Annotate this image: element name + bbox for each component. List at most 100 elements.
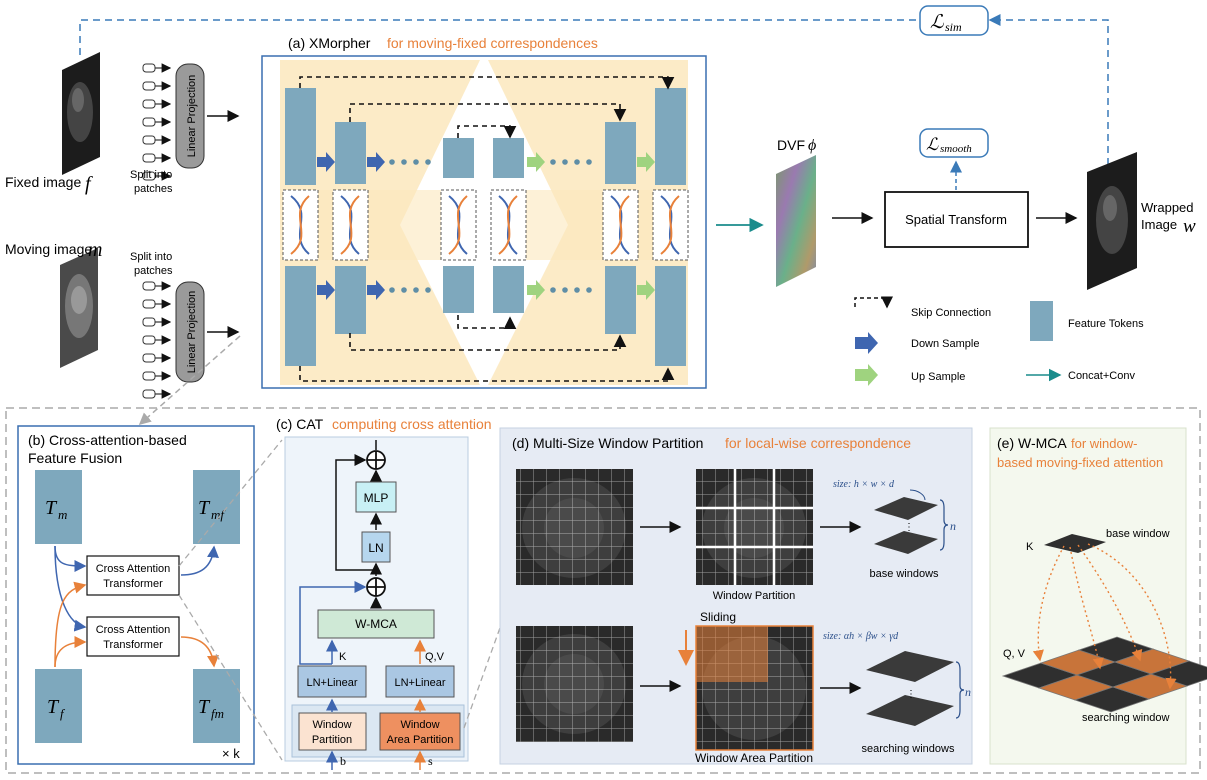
add-circle-1-plus (367, 578, 385, 596)
sim-loss-box (919, 5, 989, 36)
base-window-e (1044, 534, 1106, 553)
spatial-transform-box (884, 191, 1029, 248)
cat-box-1-line2: Transformer (103, 578, 163, 590)
panel-b-title-2: Feature Fusion (28, 450, 122, 466)
panel-b-arrows (54, 545, 219, 668)
cat-box-1 (86, 555, 180, 596)
ellipsis-dot (562, 287, 568, 293)
cross-attention-group (282, 189, 689, 261)
up-sample-arrow (527, 152, 545, 172)
up-sample-arrow (637, 152, 655, 172)
ellipsis-dot (389, 287, 395, 293)
times-k: × k (222, 746, 240, 761)
linear-projection-fixed-label: Linear Projection (186, 75, 198, 158)
feature-token (493, 266, 524, 313)
brain-slice-4 (695, 625, 814, 751)
patch-icon (142, 281, 156, 291)
feature-token (335, 266, 366, 334)
ln-linear-left (297, 665, 367, 698)
skip-connections (299, 76, 675, 382)
wrapped-label-2: Image (1141, 217, 1177, 232)
base-window-bottom (874, 531, 938, 554)
cross-arrow-orange (660, 195, 680, 255)
token-t-mf-sub: mf (211, 507, 226, 522)
zoom-arrow-b (138, 335, 241, 425)
dvf-image (776, 155, 816, 287)
wrapped-label-1: Wrapped (1141, 200, 1194, 215)
wrapped-image (1087, 152, 1137, 290)
linear-projection-moving-label: Linear Projection (186, 291, 198, 374)
ln-linear-right-label: LN+Linear (394, 677, 445, 689)
panel-e-k: K (1026, 541, 1034, 553)
ln-linear-left-label: LN+Linear (306, 677, 357, 689)
patch-icon (142, 117, 156, 127)
legend-skip-label: Skip Connection (911, 307, 991, 319)
split-label-moving-1: Split into (130, 251, 172, 263)
panel-e-subtitle-2: based moving-fixed attention (997, 455, 1163, 470)
legend-up-icon (855, 364, 878, 386)
sim-loss-sub: sim (945, 20, 962, 34)
dvf-label: DVF (777, 137, 805, 153)
legend-tokens-label: Feature Tokens (1068, 318, 1144, 330)
feature-token (443, 138, 474, 178)
cat-box-1-line1: Cross Attention (96, 563, 171, 575)
window-area-partition-box (379, 712, 461, 751)
cross-arrow-orange (610, 195, 630, 255)
size-label-1: size: h × w × d (833, 479, 895, 490)
dvf-symbol: ϕ (808, 137, 816, 154)
input-s: s (428, 754, 433, 768)
patch-icon (142, 63, 156, 73)
patch-icon (142, 353, 156, 363)
brain-slice-1 (516, 469, 633, 585)
moving-image-symbol: m (88, 239, 102, 261)
sim-loss-path-right (988, 14, 1109, 165)
ellipsis-dot (401, 287, 407, 293)
search-window-top (866, 651, 954, 682)
token-t-m-sub: m (58, 507, 67, 522)
xmorpher-title: (a) XMorpher (288, 35, 371, 51)
panel-c-subtitle: computing cross attention (332, 416, 492, 432)
ellipsis-dot (413, 287, 419, 293)
searching-window-label: searching window (1082, 712, 1169, 724)
ellipsis-dot (586, 159, 592, 165)
spatial-transform-label: Spatial Transform (905, 212, 1007, 227)
feature-token (335, 122, 366, 184)
cross-arrow-orange (340, 195, 360, 255)
legend-down-icon (855, 332, 878, 354)
ln-label: LN (368, 541, 383, 555)
panel-b-title-1: (b) Cross-attention-based (28, 432, 187, 448)
window-partition-caption: Window Partition (713, 590, 796, 602)
search-windows-dots: ⋮ (906, 689, 916, 700)
ellipsis-dot (574, 287, 580, 293)
moving-image (60, 248, 98, 368)
n-label-2: n (965, 685, 971, 699)
input-b: b (340, 754, 346, 768)
feature-token (493, 138, 524, 178)
base-windows-caption: base windows (869, 568, 939, 580)
panel-c-title: (c) CAT (276, 416, 324, 432)
smooth-loss-symbol: ℒ (926, 135, 939, 154)
token-t-m-label: T (45, 497, 58, 519)
patch-icon (142, 371, 156, 381)
ellipsis-dot (562, 159, 568, 165)
residual-path-1 (299, 581, 367, 665)
split-label-fixed-1: Split into (130, 169, 172, 181)
attention-arcs (1032, 543, 1177, 690)
xmorpher-subtitle: for moving-fixed correspondences (387, 35, 598, 51)
feature-token (655, 88, 686, 185)
fixed-image (62, 52, 100, 175)
down-sample-arrow (367, 152, 385, 172)
base-windows-dots: ⋮ (904, 522, 914, 533)
patch-arrows-moving (142, 281, 172, 399)
ellipsis-dot (550, 159, 556, 165)
feature-token-group (285, 88, 686, 366)
ellipsis-dot (425, 287, 431, 293)
add-circle-2-plus (367, 451, 385, 469)
ellipsis-dot (389, 159, 395, 165)
down-sample-arrow (367, 280, 385, 300)
zoom-line-c-bottom (178, 594, 283, 761)
patch-icon (142, 317, 156, 327)
wmca-box (317, 609, 435, 639)
up-sample-arrow (637, 280, 655, 300)
